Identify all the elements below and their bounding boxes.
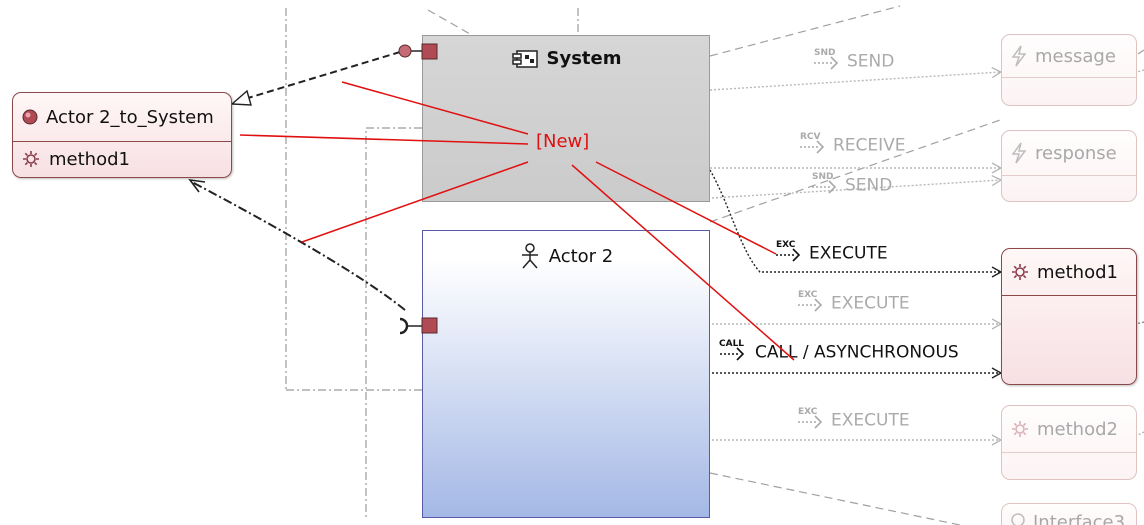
interface-ball-icon	[1011, 513, 1025, 525]
svg-text:EXC: EXC	[776, 240, 796, 250]
interface-method-label: method1	[49, 148, 130, 170]
message-interface[interactable]: message	[1001, 34, 1137, 106]
actor-2-component[interactable]: Actor 2	[422, 230, 710, 518]
method2-interface-title: method2	[1037, 418, 1118, 440]
component-icon	[511, 49, 538, 68]
interface-title: Actor 2_to_System	[46, 106, 214, 128]
method1-interface[interactable]: method1	[1001, 248, 1137, 385]
svg-text:EXC: EXC	[798, 407, 818, 417]
method-gear-icon	[1012, 421, 1028, 437]
method-gear-icon	[23, 151, 39, 167]
message-interface-title: message	[1035, 45, 1116, 67]
interface3-interface[interactable]: Interface3	[1001, 503, 1137, 525]
system-title: System	[546, 48, 622, 69]
svg-text:CALL: CALL	[719, 339, 744, 349]
usage-connector[interactable]	[188, 178, 406, 311]
interface-ball-icon	[22, 109, 38, 125]
svg-text:RCV: RCV	[800, 132, 821, 142]
method2-interface[interactable]: method2	[1001, 405, 1137, 480]
method1-interface-title: method1	[1037, 261, 1118, 283]
realization-connector[interactable]	[230, 51, 401, 106]
response-interface-title: response	[1035, 142, 1117, 164]
actor-icon	[521, 243, 538, 269]
response-interface[interactable]: response	[1001, 130, 1137, 202]
interface3-title: Interface3	[1033, 512, 1126, 525]
svg-text:SND: SND	[814, 48, 836, 58]
svg-text:SND: SND	[812, 172, 834, 182]
lightning-icon	[1011, 45, 1027, 67]
svg-text:EXC: EXC	[798, 290, 818, 300]
method-gear-icon	[1012, 264, 1028, 280]
actor-title: Actor 2	[548, 245, 614, 267]
system-component[interactable]: System	[422, 35, 710, 202]
actor-2-to-system-interface[interactable]: Actor 2_to_System method1	[12, 92, 232, 178]
lightning-icon	[1011, 142, 1027, 164]
new-annotation: [New]	[536, 131, 590, 152]
